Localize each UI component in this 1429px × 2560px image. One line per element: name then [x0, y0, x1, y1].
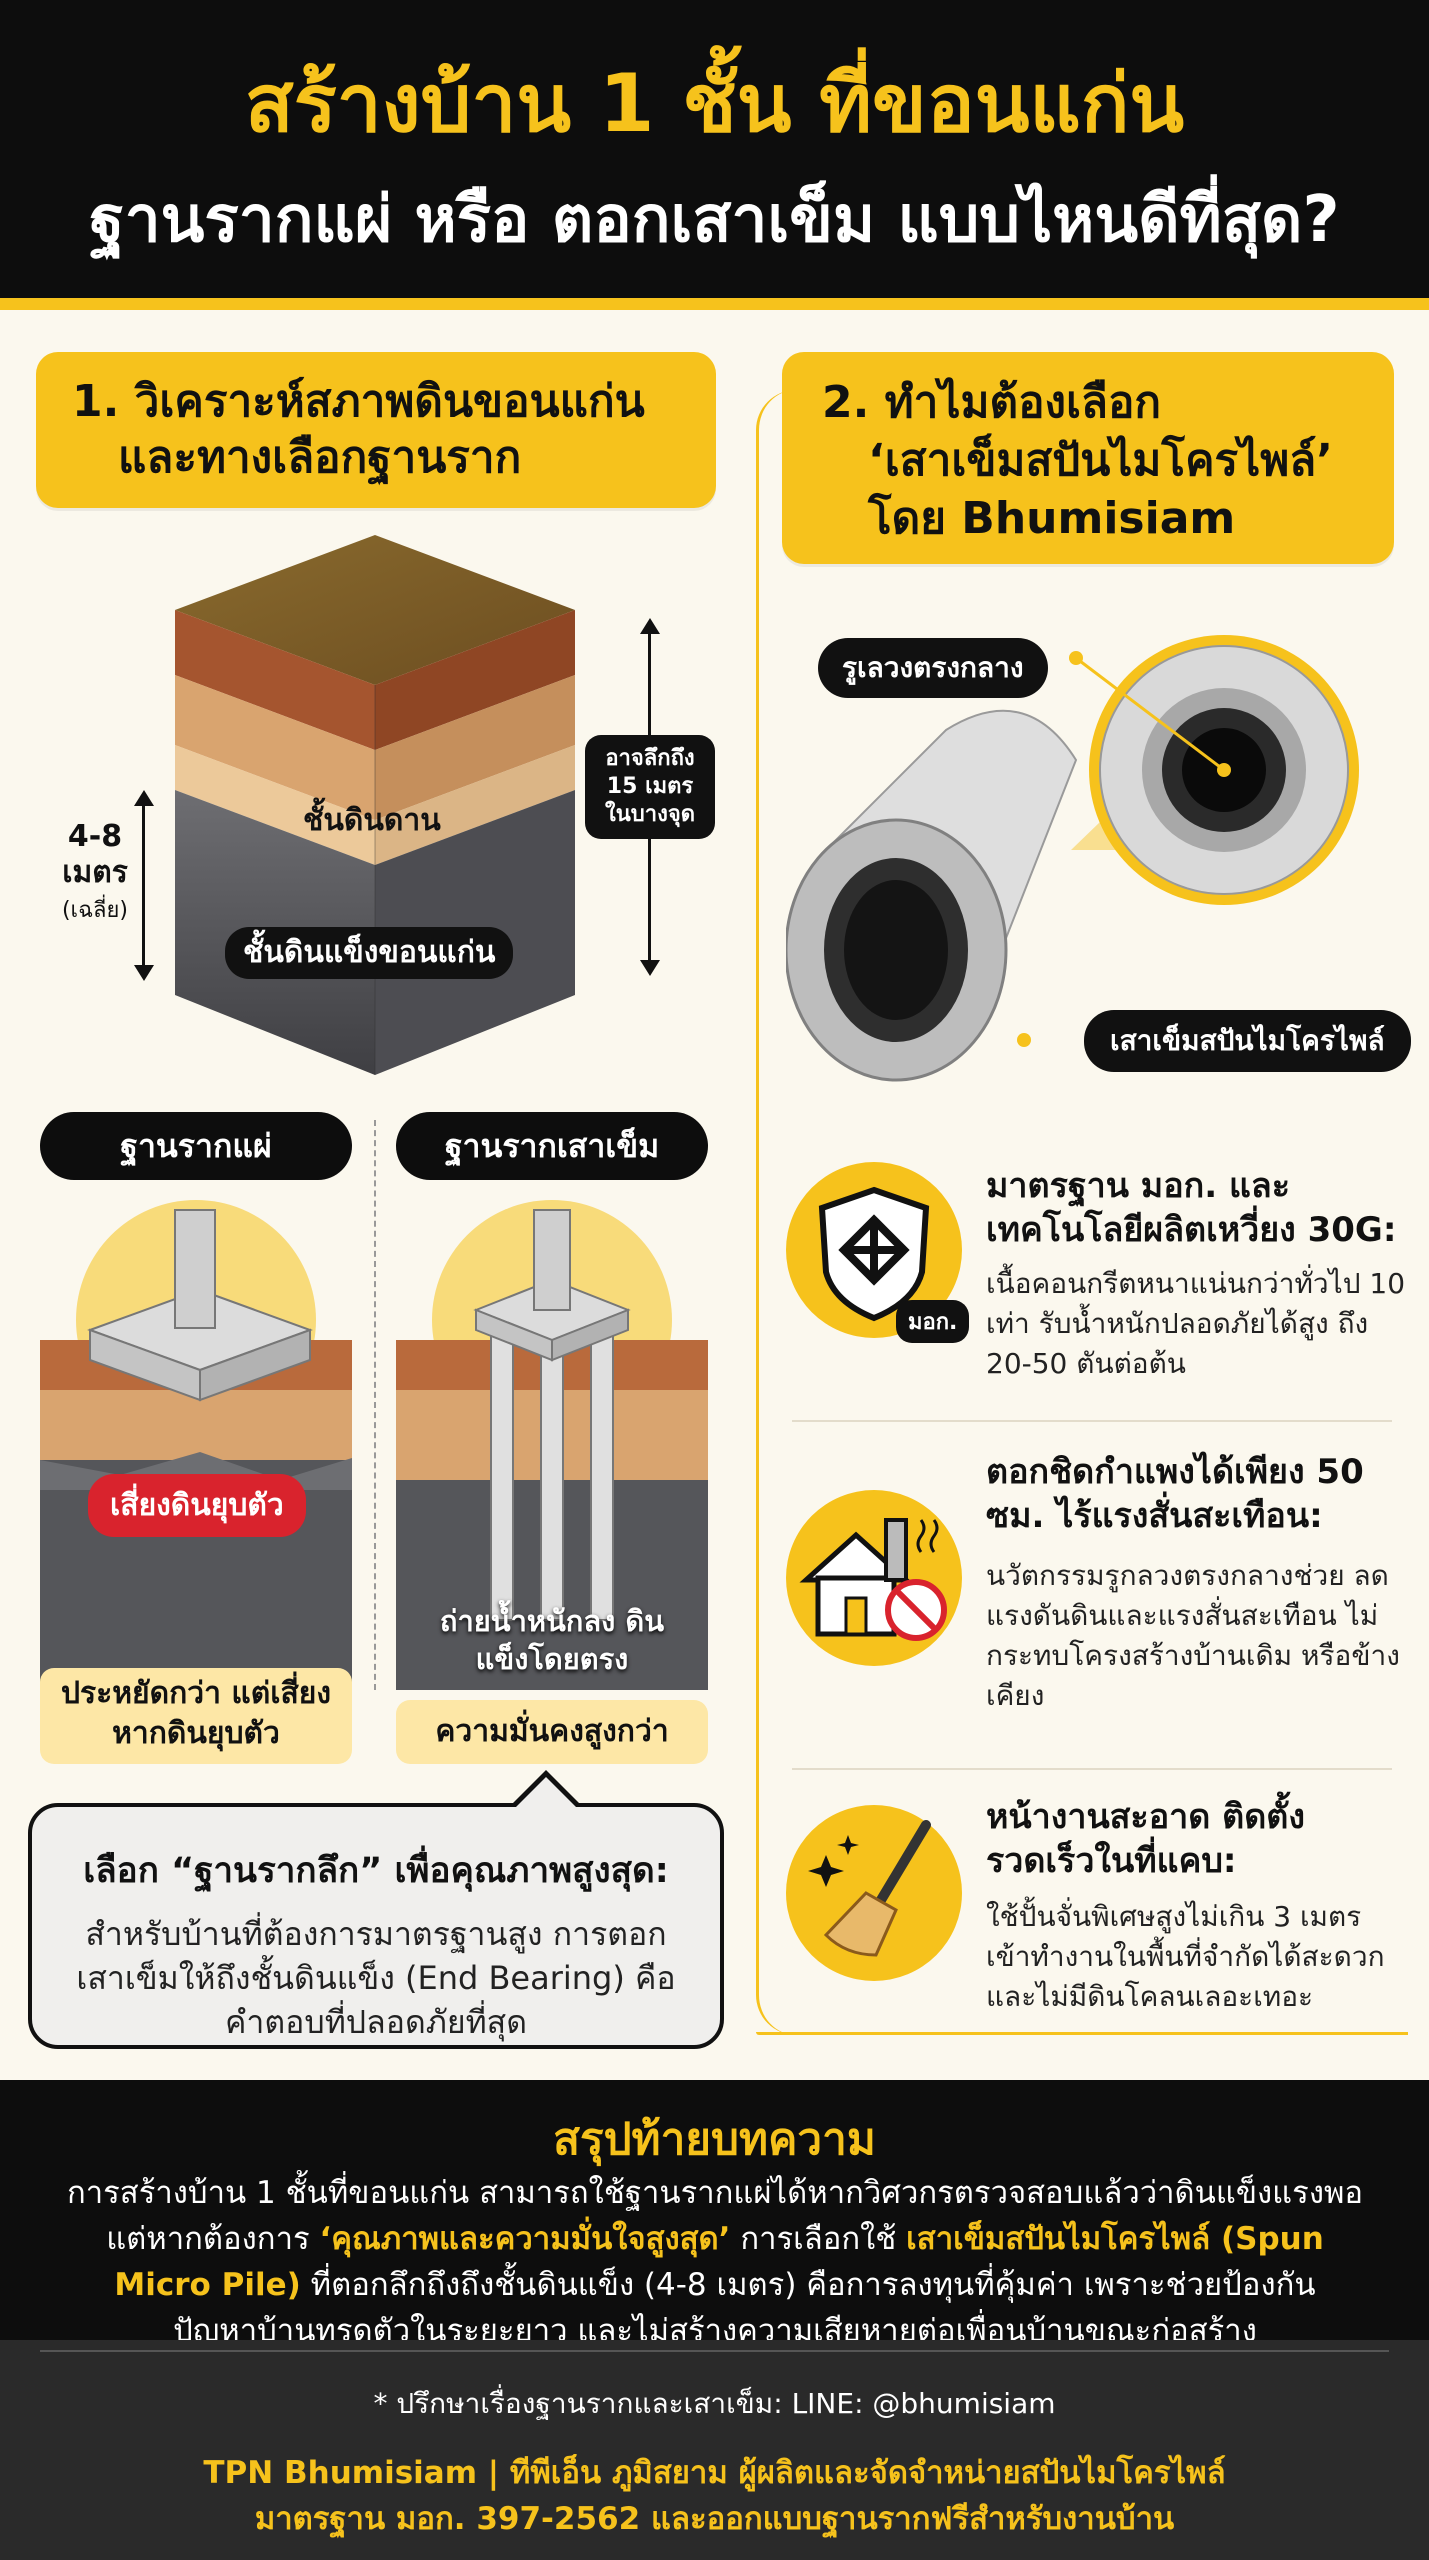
- depth-right-arrow-top: [640, 618, 660, 634]
- house-no-vibration-icon: [786, 1490, 962, 1666]
- section2-title-line2: ‘เสาเข็มสปันไมโครไพล์’: [868, 435, 1333, 486]
- feature-clean-site: หน้างานสะอาด ติดตั้งรวดเร็วในที่แคบ: ใช้…: [786, 1795, 1396, 2025]
- section2-frame: [756, 390, 1408, 2035]
- feature-standard-title: มาตรฐาน มอก. และ เทคโนโลยีผลิตเหวี่ยง 30…: [986, 1166, 1397, 1250]
- section1-title-line2: และทางเลือกฐานราก: [118, 432, 522, 483]
- depth-right-label: อาจลึกถึง 15 เมตร ในบางจุด: [585, 735, 715, 839]
- deep-foundation-callout: เลือก “ฐานรากลึก” เพื่อคุณภาพสูงสุด: สำห…: [28, 1803, 724, 2049]
- depth-left-note: (เฉลี่ย): [61, 898, 129, 923]
- feature-standard-body: เนื้อคอนกรีตหนาแน่นกว่าทั่วไป 10 เท่า รั…: [986, 1267, 1406, 1380]
- section1-title-line1: 1. วิเคราะห์สภาพดินขอนแก่น: [72, 376, 645, 427]
- depth-left-value: 4-8: [67, 819, 123, 854]
- section2-title-line3: โดย Bhumisiam: [868, 493, 1236, 544]
- tis-badge: มอก.: [896, 1300, 970, 1343]
- summary-line1: การสร้างบ้าน 1 ชั้นที่ขอนแก่น สามารถใช้ฐ…: [66, 2175, 1364, 2211]
- page-header: สร้างบ้าน 1 ชั้น ที่ขอนแก่น ฐานรากแผ่ หร…: [0, 0, 1429, 310]
- section1-title: 1. วิเคราะห์สภาพดินขอนแก่น และทางเลือกฐา…: [36, 352, 716, 508]
- feature-standard: มอก. มาตรฐาน มอก. และ เทคโนโลยีผลิตเหวี่…: [786, 1162, 1405, 1392]
- foundation-b-title: ฐานรากเสาเข็ม: [396, 1112, 708, 1180]
- footer: * ปรึกษาเรื่องฐานรากและเสาเข็ม: LINE: @b…: [0, 2340, 1429, 2560]
- foundation-divider: [374, 1120, 376, 1690]
- depth-left-arrow-bottom: [134, 965, 154, 981]
- depth-right-arrow-bottom: [640, 960, 660, 976]
- summary-body: การสร้างบ้าน 1 ชั้นที่ขอนแก่น สามารถใช้ฐ…: [60, 2170, 1370, 2354]
- feature-divider-2: [792, 1768, 1392, 1770]
- feature-no-vibration-title: ตอกชิดกำแพงได้เพียง 50 ซม. ไร้แรงสั่นสะเ…: [986, 1452, 1364, 1536]
- feature-no-vibration-body: นวัตกรรมรูกลวงตรงกลางช่วย ลดแรงดันดินและ…: [986, 1559, 1400, 1712]
- feature-divider-1: [792, 1420, 1392, 1422]
- soil-top-label: ชั้นดินดาน: [303, 803, 441, 838]
- summary-text-a: แต่หากต้องการ: [106, 2221, 320, 2257]
- summary-highlight-product: เสาเข็มสปันไมโครไพล์ (Spun Micro Pile): [114, 2221, 1324, 2303]
- shallow-foundation-illustration: [40, 1200, 352, 1690]
- feature-clean-site-title: หน้างานสะอาด ติดตั้งรวดเร็วในที่แคบ:: [986, 1797, 1305, 1881]
- pile-foundation-illustration: [396, 1200, 708, 1690]
- section2-title-line1: 2. ทำไมต้องเลือก: [822, 377, 1162, 428]
- settlement-warning: เสี่ยงดินยุบตัว: [88, 1474, 306, 1537]
- feature-clean-site-body: ใช้ปั้นจั่นพิเศษสูงไม่เกิน 3 เมตร เข้าทำ…: [986, 1900, 1385, 2013]
- footer-brand: TPN Bhumisiam | ทีพีเอ็น ภูมิสยาม ผู้ผลิ…: [0, 2450, 1429, 2542]
- callout-title: เลือก “ฐานรากลึก” เพื่อคุณภาพสูงสุด:: [83, 1851, 669, 1891]
- pile-label: เสาเข็มสปันไมโครไพล์: [1084, 1010, 1411, 1072]
- depth-left-arrow: [142, 795, 145, 970]
- feature-no-vibration: ตอกชิดกำแพงได้เพียง 50 ซม. ไร้แรงสั่นสะเ…: [786, 1450, 1400, 1730]
- soil-hard-label: ชั้นดินแข็งขอนแก่น: [225, 927, 514, 979]
- footer-divider: [40, 2350, 1389, 2352]
- page-title: สร้างบ้าน 1 ชั้น ที่ขอนแก่น: [244, 57, 1185, 150]
- page-subtitle: ฐานรากแผ่ หรือ ตอกเสาเข็ม แบบไหนดีที่สุด…: [89, 183, 1340, 257]
- section2-title: 2. ทำไมต้องเลือก ‘เสาเข็มสปันไมโครไพล์’ …: [782, 352, 1394, 564]
- footer-contact-note: * ปรึกษาเรื่องฐานรากและเสาเข็ม: LINE: @b…: [373, 2387, 1056, 2420]
- summary-section: สรุปท้ายบทความ การสร้างบ้าน 1 ชั้นที่ขอน…: [0, 2080, 1429, 2349]
- depth-left-unit: เมตร: [62, 855, 128, 890]
- footer-brand-line1: TPN Bhumisiam | ทีพีเอ็น ภูมิสยาม ผู้ผลิ…: [203, 2455, 1226, 2491]
- foundation-a-note: ประหยัดกว่า แต่เสี่ยงหากดินยุบตัว: [40, 1668, 352, 1764]
- pile-hole-label: รูเลวงตรงกลาง: [818, 638, 1048, 698]
- summary-title: สรุปท้ายบทความ: [553, 2114, 876, 2165]
- load-transfer-label: ถ่ายน้ำหนักลง ดินแข็งโดยตรง: [439, 1604, 665, 1676]
- summary-highlight-quality: ‘คุณภาพและความมั่นใจสูงสุด’: [319, 2221, 731, 2257]
- summary-text-e: ที่ตอกลึกถึงถึงชั้นดินแข็ง (4-8 เมตร) คื…: [300, 2267, 1316, 2303]
- broom-clean-icon: [786, 1805, 962, 1981]
- callout-body: สำหรับบ้านที่ต้องการมาตรฐานสูง การตอกเสา…: [76, 1915, 676, 2041]
- summary-text-c: การเลือกใช้: [730, 2221, 907, 2257]
- foundation-a-title: ฐานรากแผ่: [40, 1112, 352, 1180]
- callout-pointer-inner: [515, 1777, 577, 1808]
- footer-brand-line2: มาตรฐาน มอก. 397-2562 และออกแบบฐานรากฟรี…: [254, 2501, 1175, 2537]
- foundation-b-note: ความมั่นคงสูงกว่า: [396, 1700, 708, 1764]
- summary-line2: แต่หากต้องการ ‘คุณภาพและความมั่นใจสูงสุด…: [60, 2216, 1370, 2308]
- spun-micro-pile-illustration: [786, 635, 1359, 1082]
- depth-left-arrow-top: [134, 790, 154, 806]
